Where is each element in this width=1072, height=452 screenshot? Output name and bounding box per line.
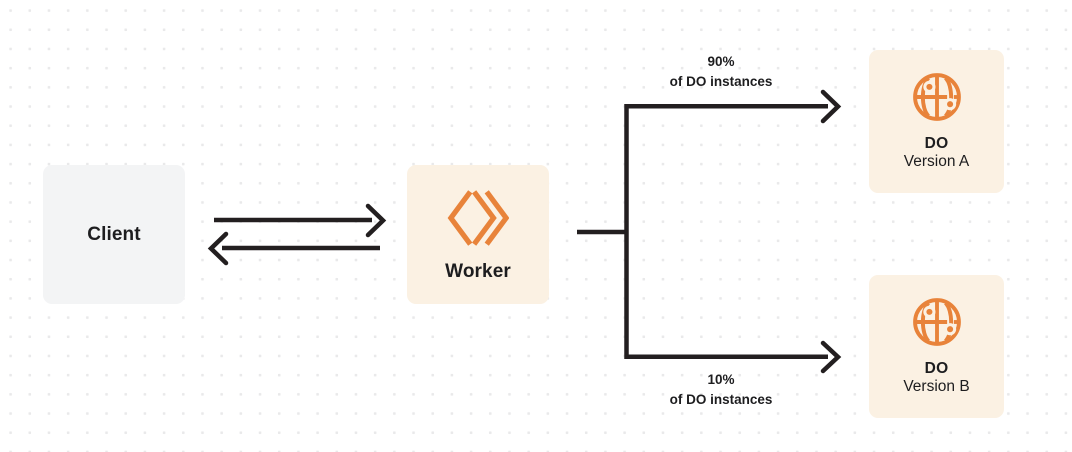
cloudflare-workers-icon (447, 187, 510, 249)
arrow-head (820, 89, 842, 124)
do-b-title: DO (924, 359, 949, 377)
client-label: Client (87, 223, 141, 245)
arrow-head (207, 231, 229, 266)
do-b-subtitle: Version B (903, 378, 970, 396)
arrow-head (365, 203, 387, 238)
branch-label-top: 90% of DO instances (627, 52, 815, 91)
node-do-version-b[interactable]: DO Version B (869, 275, 1004, 418)
globe-icon (910, 295, 964, 349)
branch-top-description: of DO instances (669, 73, 773, 89)
arrow-client-to-worker (214, 203, 387, 238)
do-a-subtitle: Version A (903, 153, 970, 171)
do-a-title: DO (924, 134, 949, 152)
branch-top-percent: 90% (707, 54, 735, 69)
globe-icon (910, 70, 964, 124)
arrow-branch-top (625, 89, 842, 124)
node-client[interactable]: Client (43, 165, 185, 304)
branch-bottom-description: of DO instances (669, 391, 773, 407)
branch-label-bottom: 10% of DO instances (627, 370, 815, 409)
arrow-branch-bottom (625, 340, 842, 374)
node-do-version-a[interactable]: DO Version A (869, 50, 1004, 193)
arrow-head (820, 340, 842, 374)
worker-label: Worker (445, 260, 511, 282)
node-worker[interactable]: Worker (407, 165, 549, 304)
arrow-worker-to-client (207, 231, 380, 266)
branch-bottom-percent: 10% (707, 372, 735, 387)
